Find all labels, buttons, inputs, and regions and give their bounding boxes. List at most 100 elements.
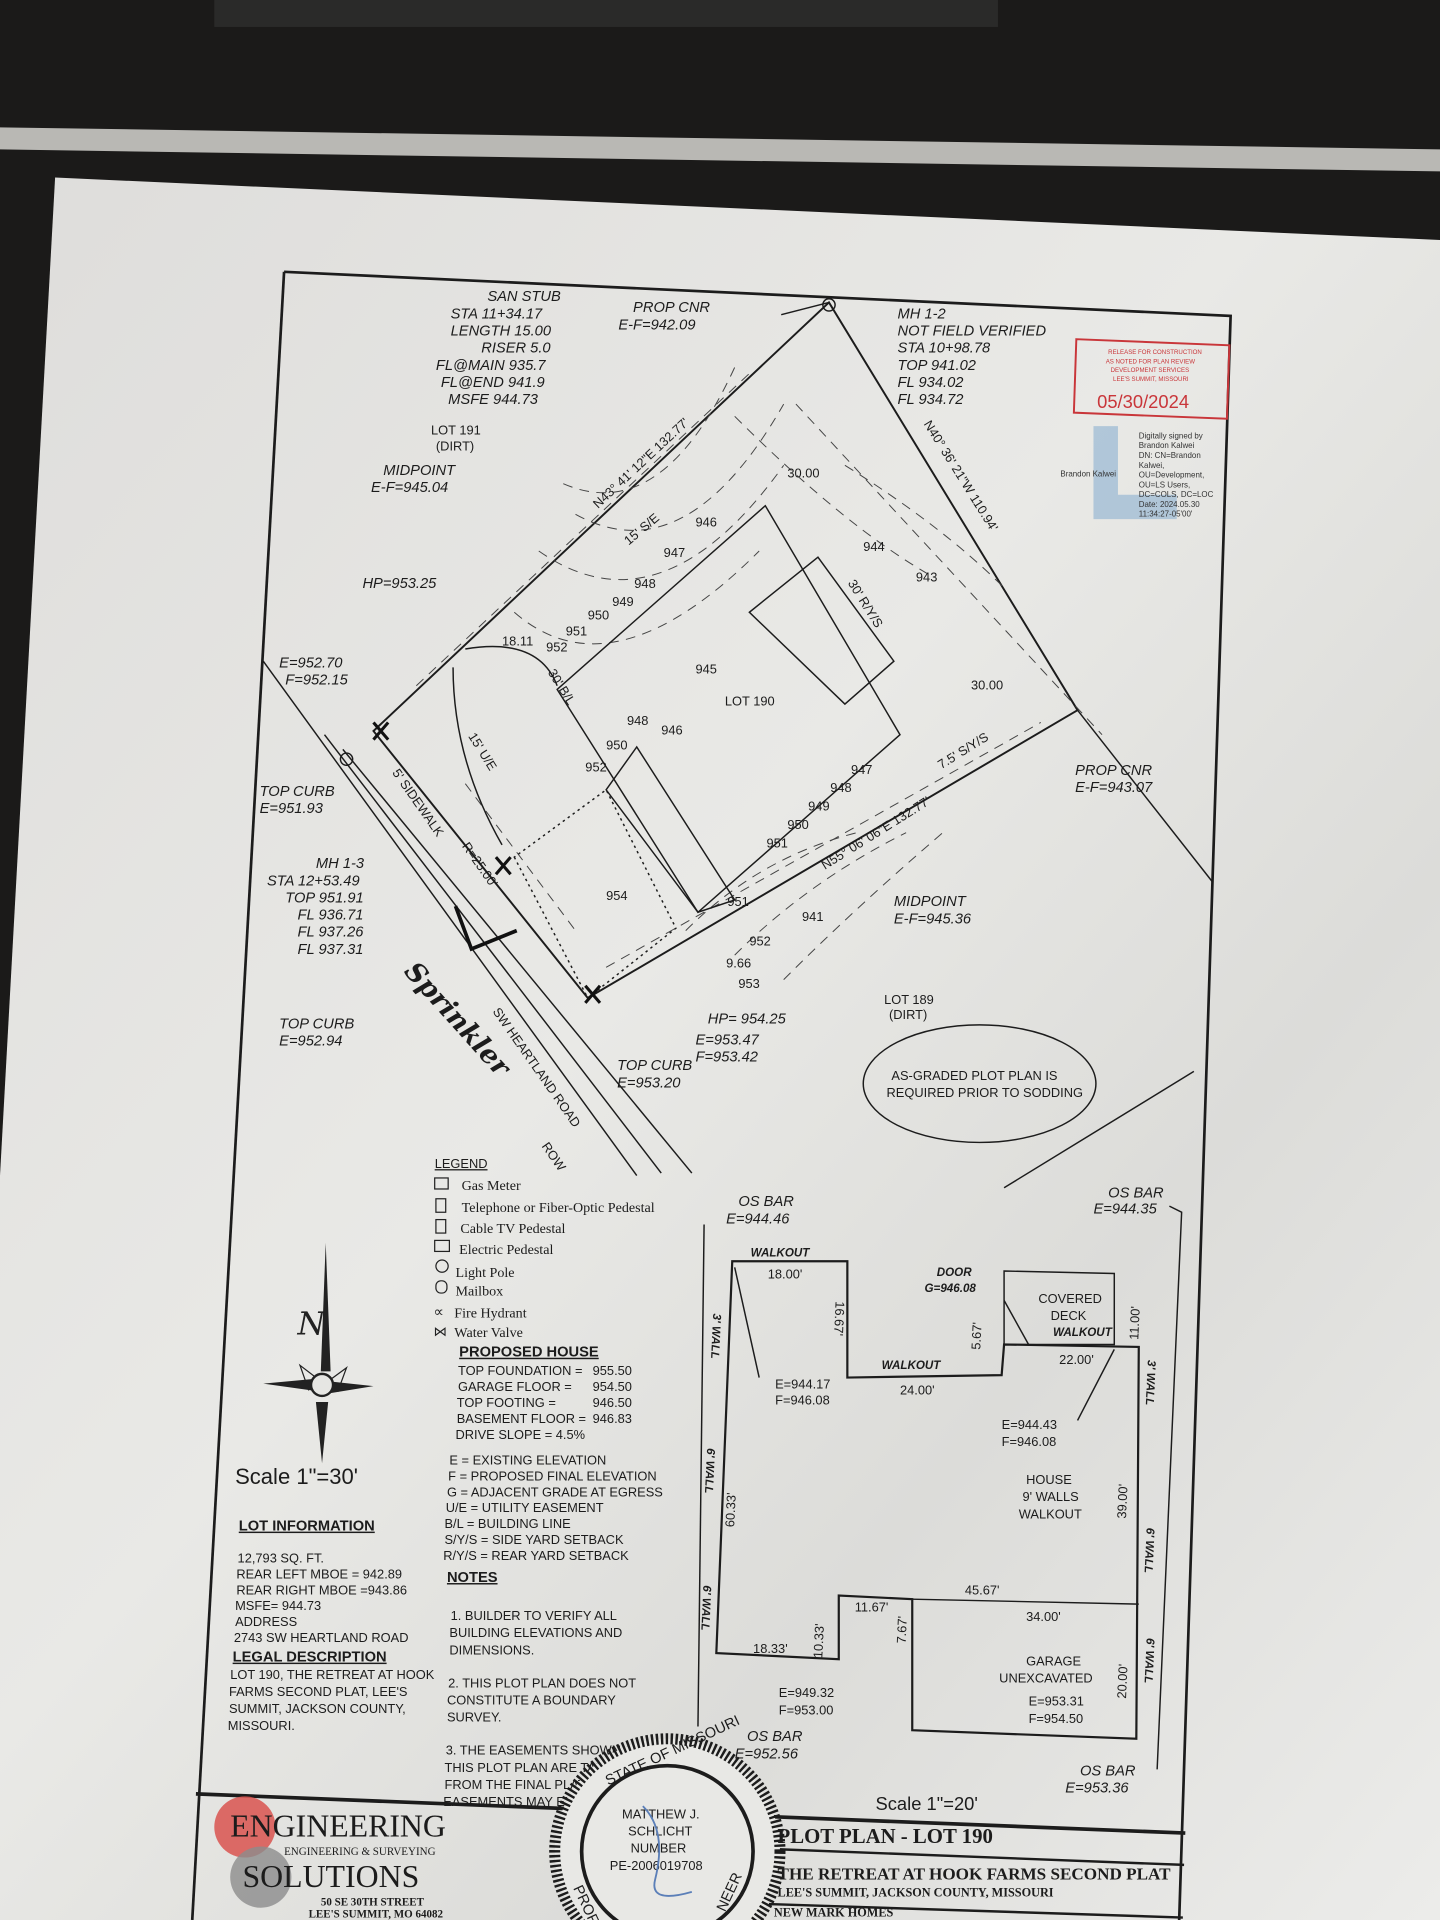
contour-label: 951	[727, 894, 748, 909]
os-bar-elev: E=944.35	[1093, 1201, 1157, 1217]
legend-title: LEGEND	[435, 1156, 488, 1171]
wall-label: 6' WALL	[1142, 1638, 1157, 1684]
signature-line: 11:34:27-05'00'	[1139, 510, 1193, 519]
abbreviations: E = EXISTING ELEVATION F = PROPOSED FINA…	[443, 1452, 663, 1563]
ph-value: 955.50	[593, 1363, 632, 1378]
contour-label: 948	[634, 576, 655, 591]
ph-label: GARAGE FLOOR =	[458, 1379, 572, 1394]
seal-number: PE-2006019708	[610, 1858, 703, 1873]
mh-1-2-line: FL 934.72	[898, 392, 964, 408]
legend-icons: ∝ ⋈	[433, 1177, 450, 1339]
lot-info-line: REAR RIGHT MBOE =943.86	[236, 1582, 407, 1597]
contour-label: 952	[546, 639, 567, 654]
legend: LEGEND ∝ ⋈ Gas Meter Telephone or Fiber-…	[433, 1156, 654, 1341]
frame-edge	[0, 127, 1440, 172]
midpoint-left: MIDPOINT	[383, 463, 456, 479]
abbrev: F = PROPOSED FINAL ELEVATION	[448, 1468, 657, 1483]
lot-info-line: 12,793 SQ. FT.	[238, 1550, 324, 1565]
legend-item: Water Valve	[454, 1325, 523, 1341]
company-name-line1: ENGINEERING	[230, 1809, 446, 1844]
note-line: BUILDING ELEVATIONS AND	[449, 1625, 622, 1640]
water-valve-icon: ⋈	[433, 1324, 446, 1339]
house-label: 9' WALLS	[1022, 1489, 1078, 1504]
dimension: 16.67'	[831, 1301, 848, 1336]
abbrev: S/Y/S = SIDE YARD SETBACK	[444, 1532, 623, 1547]
note-line: EASEMENTS MAY EXIST	[443, 1794, 593, 1809]
san-stub-fl-end: FL@END 941.9	[441, 375, 545, 391]
ph-label: TOP FOUNDATION =	[458, 1363, 583, 1378]
signature-line: OU=Development,	[1139, 471, 1205, 480]
contour-label: 943	[916, 570, 937, 585]
lot-info-line: 2743 SW HEARTLAND ROAD	[234, 1630, 409, 1645]
mailbox-icon	[435, 1280, 448, 1294]
dimension: 11.00'	[1126, 1306, 1143, 1340]
door-grade: G=946.08	[924, 1282, 976, 1295]
stamp-date: 05/30/2024	[1097, 391, 1189, 412]
dimension: 22.00'	[1059, 1352, 1094, 1367]
mh-1-3-line: FL 936.71	[298, 908, 364, 924]
mh-1-2-line: STA 10+98.78	[898, 341, 992, 357]
os-bar-label: OS BAR	[1108, 1186, 1164, 1202]
drawing-border	[190, 270, 1233, 1920]
proposed-house-table: PROPOSED HOUSE TOP FOUNDATION =955.50 GA…	[456, 1345, 632, 1442]
contour-label: 944	[863, 539, 884, 554]
midpoint-left-elev: E-F=945.04	[371, 480, 448, 496]
legend-item: Electric Pedestal	[459, 1242, 553, 1258]
ph-label: TOP FOOTING =	[457, 1395, 556, 1410]
wall-label: 6' WALL	[1142, 1527, 1157, 1573]
abbrev: E = EXISTING ELEVATION	[449, 1452, 606, 1467]
north-label: N	[297, 1305, 327, 1343]
dim-side: 30.00	[971, 677, 1003, 692]
notes: NOTES 1. BUILDER TO VERIFY ALL BUILDING …	[443, 1570, 644, 1809]
lot-189-dirt: (DIRT)	[889, 1007, 927, 1022]
dimension: 20.00'	[1114, 1664, 1131, 1699]
os-bar-label: OS BAR	[1080, 1764, 1136, 1780]
lot-191-dirt: (DIRT)	[436, 439, 474, 454]
san-stub-sta: STA 11+34.17	[451, 306, 543, 322]
legend-item: Telephone or Fiber-Optic Pedestal	[462, 1200, 655, 1216]
stamp-line: RELEASE FOR CONSTRUCTION	[1108, 349, 1202, 356]
contour-label: 948	[830, 780, 851, 795]
legend-item: Mailbox	[456, 1284, 504, 1300]
cloud-note-line: AS-GRADED PLOT PLAN IS	[891, 1068, 1057, 1083]
ph-value: 954.50	[593, 1379, 632, 1394]
dimension: 39.00'	[1114, 1484, 1131, 1519]
san-stub-riser: RISER 5.0	[481, 341, 551, 357]
north-arrow-icon: N	[263, 1242, 374, 1464]
electric-pedestal-icon	[434, 1239, 450, 1253]
legend-item: Cable TV Pedestal	[460, 1221, 565, 1237]
note-line: 3. THE EASEMENTS SHOWN ON	[446, 1743, 644, 1758]
contour-label: 947	[851, 762, 872, 777]
note-line: FROM THE FINAL PLAT.	[444, 1777, 587, 1792]
sheet-title: PLOT PLAN - LOT 190	[778, 1824, 993, 1848]
lot-info-line: ADDRESS	[235, 1614, 297, 1629]
lot-information: LOT INFORMATION 12,793 SQ. FT. REAR LEFT…	[228, 1519, 435, 1734]
cable-tv-pedestal-icon	[435, 1218, 447, 1234]
walkout-label: WALKOUT	[882, 1359, 942, 1372]
project-location: LEE'S SUMMIT, JACKSON COUNTY, MISSOURI	[778, 1886, 1054, 1900]
contour-label: 949	[808, 799, 829, 814]
dim-front: 18.11	[502, 633, 533, 648]
signature-logo	[1093, 426, 1177, 520]
elevation: F=946.08	[775, 1392, 830, 1407]
san-stub-fl-main: FL@MAIN 935.7	[436, 358, 546, 374]
company-tagline: ENGINEERING & SURVEYING	[284, 1846, 436, 1858]
light-pole-icon	[435, 1259, 449, 1273]
dimension: 11.67'	[855, 1599, 889, 1614]
mh-1-2-label: MH 1-2	[898, 306, 946, 322]
door-label: DOOR	[937, 1266, 972, 1279]
site-scale: Scale 1"=30'	[235, 1464, 358, 1489]
contour-label: 951	[767, 835, 788, 850]
contour-labels: 946 947 948 949 950 951 952 945 944 943 …	[546, 515, 937, 992]
san-stub-label: SAN STUB	[487, 289, 561, 305]
telephone-pedestal-icon	[435, 1198, 447, 1213]
os-bar-elev: E=952.56	[735, 1746, 799, 1762]
contour-label: 946	[696, 515, 717, 530]
company-name-line2: SOLUTIONS	[242, 1859, 419, 1894]
mh-1-3-label: MH 1-3	[316, 856, 365, 872]
corner-left-e: E=952.70	[279, 655, 343, 671]
top-curb-3: TOP CURB	[617, 1058, 692, 1074]
elevation: E=949.32	[779, 1685, 834, 1700]
os-bar-label: OS BAR	[747, 1729, 803, 1745]
